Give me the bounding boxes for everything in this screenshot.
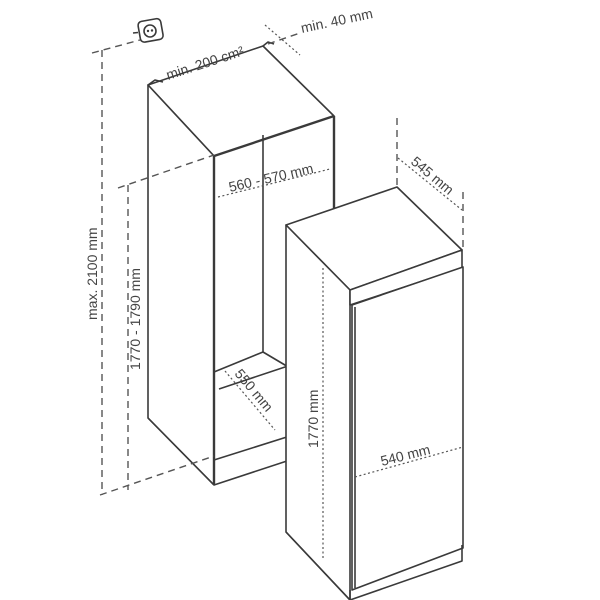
dimension-lines — [91, 24, 464, 560]
niche-max-height-label: max. 2100 mm — [84, 227, 100, 320]
niche-height-label: 1770 - 1790 mm — [127, 268, 143, 370]
rear-gap-label: min. 40 mm — [299, 5, 374, 36]
niche-depth-label: 550 mm — [232, 366, 277, 415]
appliance-depth-label: 545 mm — [408, 153, 457, 198]
power-socket-icon — [132, 17, 164, 43]
refrigerator — [285, 186, 464, 600]
appliance-height-label: 1770 mm — [305, 390, 321, 448]
niche-width-label: 560 - 570 mm — [227, 160, 315, 195]
niche-cabinet — [147, 41, 336, 486]
